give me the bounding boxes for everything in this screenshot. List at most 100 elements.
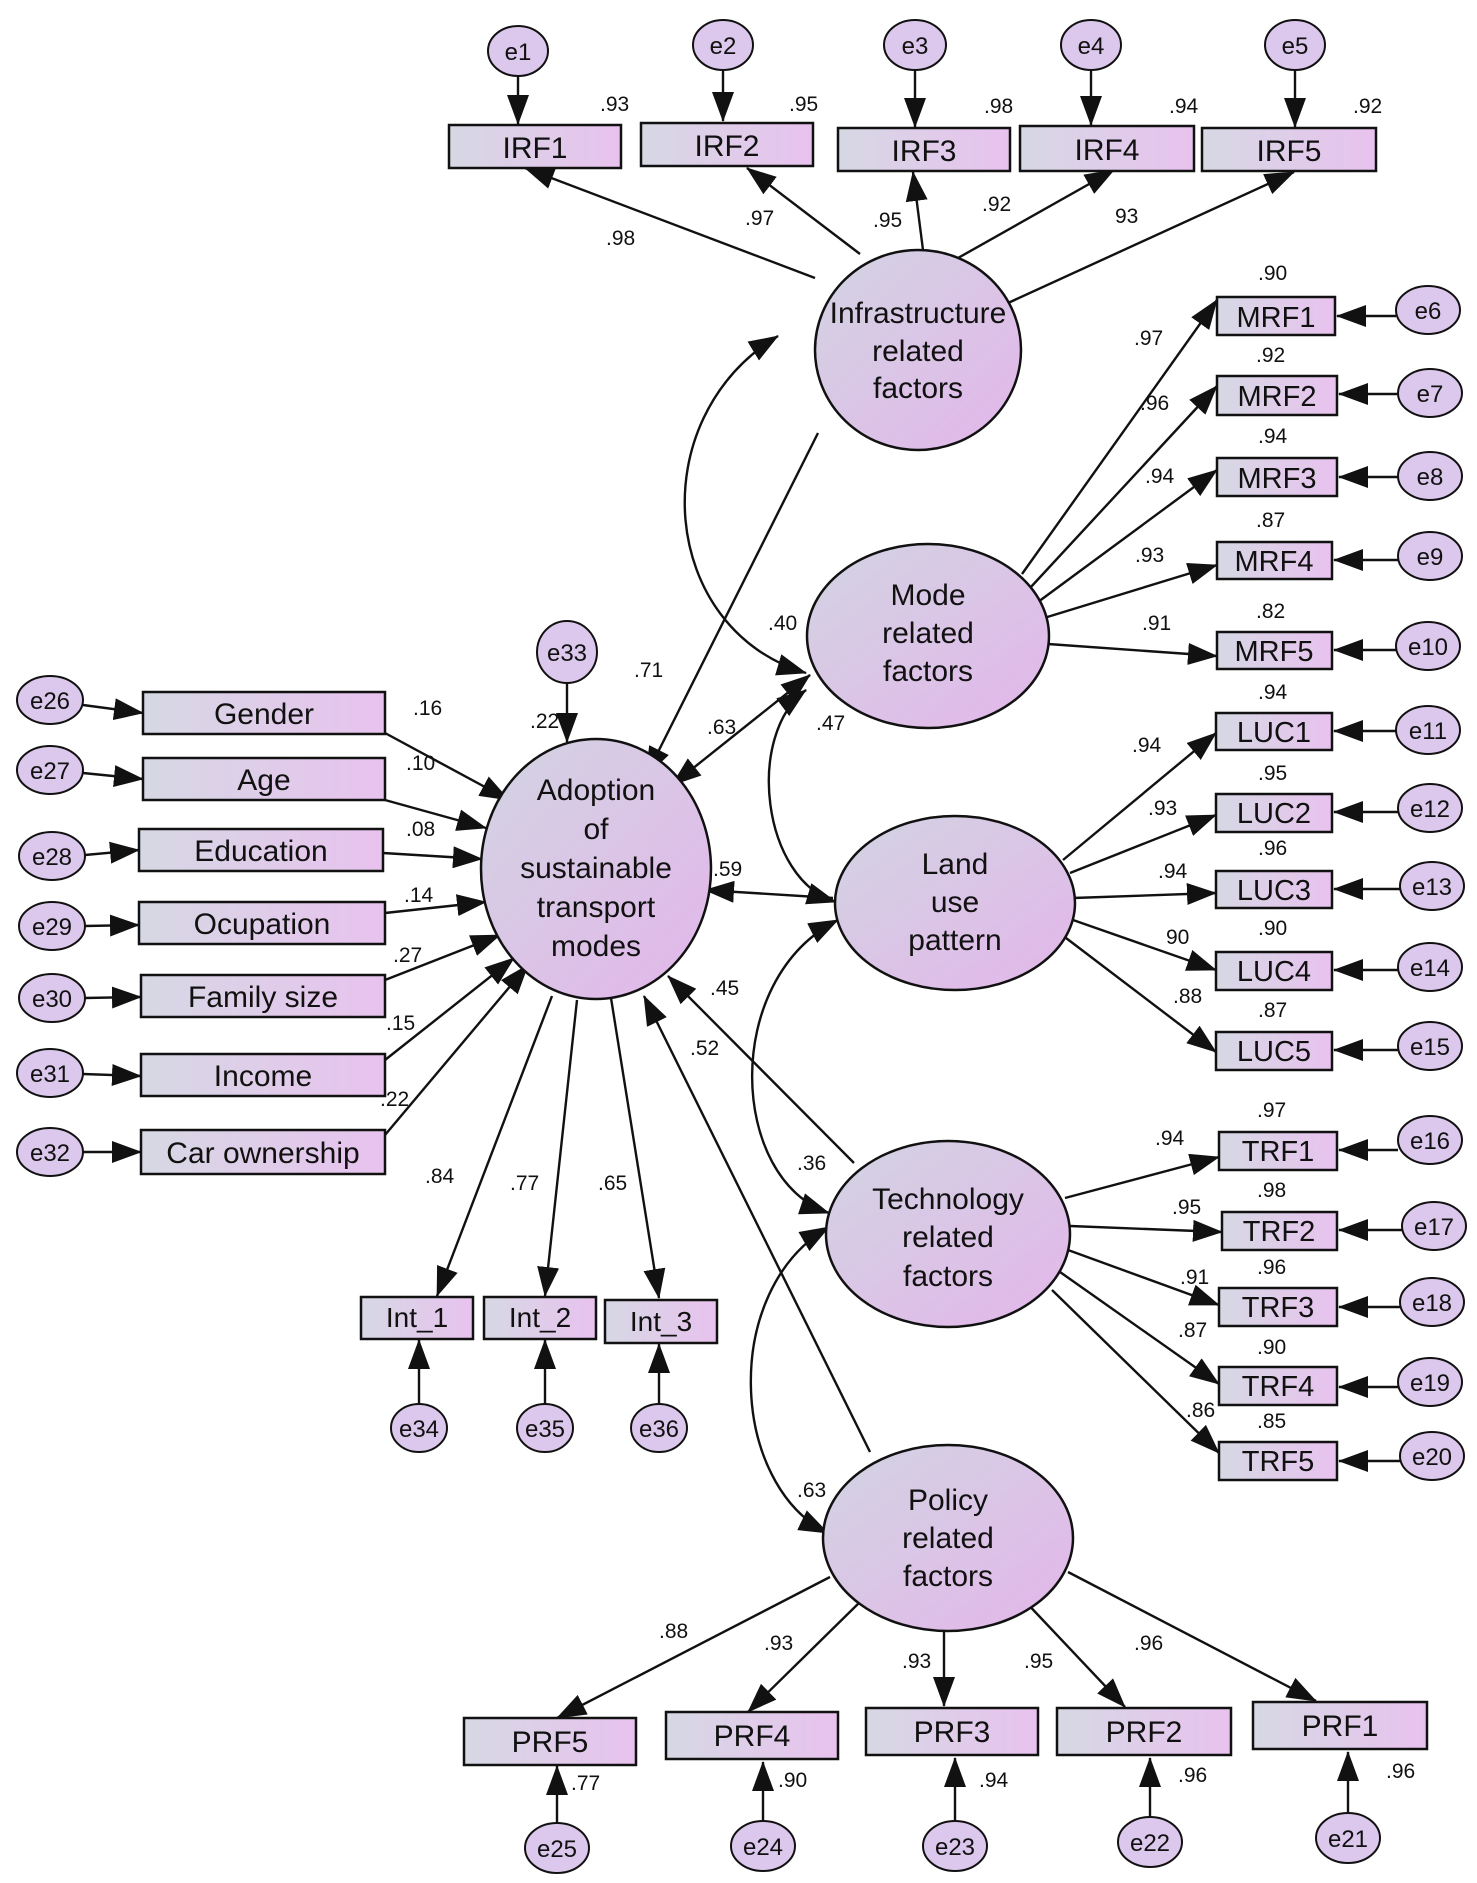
error-e13	[1399, 861, 1465, 911]
loading-trf3: .91	[1180, 1266, 1209, 1289]
box-prf4	[664, 1710, 840, 1761]
error-e12	[1397, 783, 1463, 833]
cov-land-tech: .36	[797, 1152, 826, 1175]
latent-land: Land use pattern	[833, 814, 1077, 992]
error-e6	[1395, 285, 1461, 335]
latent-mode-line3: factors	[883, 655, 973, 688]
error-e32-label: e32	[30, 1140, 70, 1167]
path-tech-adoption: .45	[710, 977, 739, 1000]
error-e30-label: e30	[32, 986, 72, 1013]
r2-adoption: .22	[530, 710, 559, 733]
arrow-gender-adoption	[384, 731, 510, 802]
error-e2-label: e2	[710, 33, 737, 60]
loading-irf5: 93	[1115, 205, 1138, 228]
loading-mrf2: .96	[1140, 392, 1169, 415]
arrow-infra-irf4	[957, 168, 1115, 260]
box-luc4	[1214, 950, 1334, 992]
r2-irf3: .98	[984, 95, 1013, 118]
box-ocupation	[137, 900, 387, 946]
error-e26-label: e26	[30, 688, 70, 715]
box-irf2-label: IRF2	[694, 130, 759, 163]
arrow-tech-trf3	[1067, 1248, 1220, 1307]
loading-prf4: .93	[764, 1632, 793, 1655]
loading-int2: .77	[510, 1172, 539, 1195]
box-prf5	[462, 1716, 638, 1767]
arrow-mode-mrf4	[1043, 562, 1218, 620]
arrow-land-luc5	[1065, 937, 1217, 1053]
loading-mrf4: .93	[1135, 544, 1164, 567]
error-e33	[536, 620, 598, 684]
arrow-tech-trf5	[1051, 1289, 1220, 1454]
error-e27	[16, 745, 84, 795]
r2-prf3: .94	[979, 1769, 1009, 1792]
arrow-e28-education	[84, 841, 140, 864]
error-e18	[1399, 1277, 1465, 1327]
box-trf2	[1220, 1210, 1339, 1252]
arrow-adoption-int2	[537, 999, 579, 1297]
box-irf2	[639, 121, 815, 168]
error-e11	[1395, 705, 1461, 755]
latent-technology-line3: factors	[903, 1260, 993, 1293]
latent-mode-line2: related	[882, 617, 974, 650]
box-trf1-label: TRF1	[1242, 1136, 1315, 1168]
error-e34	[390, 1403, 448, 1453]
box-trf2-label: TRF2	[1243, 1216, 1316, 1248]
box-luc4-label: LUC4	[1237, 956, 1311, 988]
error-e36	[630, 1403, 688, 1453]
box-education-label: Education	[194, 835, 327, 868]
box-mrf4	[1215, 540, 1334, 581]
error-e28	[18, 831, 86, 881]
loading-trf5: .86	[1186, 1399, 1215, 1422]
box-prf2	[1055, 1706, 1233, 1757]
box-trf3	[1217, 1286, 1339, 1328]
r2-trf2: .98	[1257, 1179, 1286, 1202]
loading-luc5: .88	[1173, 985, 1202, 1008]
arrow-land-luc2	[1069, 813, 1217, 875]
error-e8-label: e8	[1417, 464, 1444, 491]
latent-adoption-line5: modes	[551, 930, 641, 963]
box-family-size	[139, 973, 387, 1019]
error-e1	[487, 25, 549, 77]
arrow-income-adoption	[384, 957, 515, 1061]
box-prf2-label: PRF2	[1106, 1716, 1183, 1749]
loading-gender: .16	[413, 697, 442, 720]
loading-irf1: .98	[606, 227, 635, 250]
loading-mrf5: .91	[1142, 612, 1171, 635]
box-ocupation-label: Ocupation	[194, 908, 331, 941]
error-e11-label: e11	[1409, 718, 1447, 745]
arrow-policy-prf1	[1067, 1570, 1317, 1703]
arrow-e26-gender	[82, 698, 144, 721]
loading-irf4: .92	[982, 193, 1011, 216]
error-e10-label: e10	[1408, 634, 1448, 661]
box-trf4	[1217, 1365, 1339, 1407]
box-income	[139, 1052, 387, 1098]
path-land-adoption: .59	[713, 858, 742, 881]
error-e5	[1264, 19, 1326, 71]
error-e20	[1399, 1431, 1465, 1481]
loading-irf2: .97	[745, 207, 774, 230]
loading-luc3: .94	[1158, 860, 1188, 883]
r2-luc5: .87	[1258, 999, 1287, 1022]
error-e24	[730, 1820, 796, 1872]
r2-irf2: .95	[789, 93, 818, 116]
loading-int3: .65	[598, 1172, 627, 1195]
box-luc2	[1214, 792, 1334, 834]
box-prf3-label: PRF3	[914, 1716, 991, 1749]
error-e29	[18, 901, 86, 951]
latent-infrastructure-line1: Infrastructure	[830, 297, 1007, 330]
box-irf3-label: IRF3	[891, 135, 956, 168]
latent-technology-line1: Technology	[872, 1183, 1024, 1216]
r2-luc1: .94	[1258, 681, 1288, 704]
arrow-car-adoption	[384, 964, 529, 1136]
error-e20-label: e20	[1412, 1444, 1452, 1471]
arrow-mode-mrf3	[1037, 469, 1218, 603]
box-age	[141, 756, 387, 802]
loading-ocupation: .14	[404, 884, 434, 907]
box-mrf4-label: MRF4	[1235, 546, 1314, 578]
error-e31-label: e31	[30, 1061, 70, 1088]
r2-prf5: .77	[571, 1772, 600, 1795]
r2-mrf1: .90	[1258, 262, 1287, 285]
cov-tech-policy: .63	[797, 1479, 826, 1502]
error-e23	[922, 1820, 988, 1872]
arrow-tech-trf2	[1069, 1219, 1223, 1242]
